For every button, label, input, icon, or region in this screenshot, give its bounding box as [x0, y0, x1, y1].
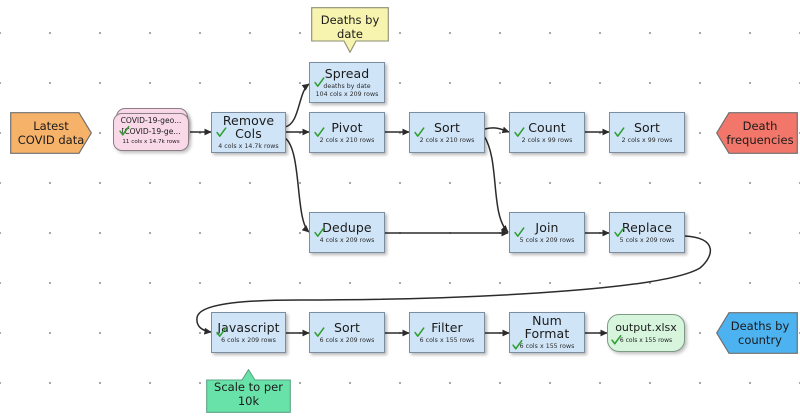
terminator-label-line2: frequencies	[726, 133, 794, 147]
status-check-icon	[314, 326, 325, 338]
step-title: Spread	[324, 66, 370, 82]
pennant-right-shape	[10, 112, 92, 154]
status-check-icon	[314, 226, 325, 238]
source-filename-line2: [COVID-19-ge...	[121, 127, 181, 136]
step-title: Remove Cols	[222, 113, 275, 142]
status-check-icon	[611, 334, 622, 346]
step-stats: 6 cols x 155 rows	[519, 343, 575, 351]
terminator-label-line2: country	[738, 333, 782, 347]
note-label-line2: 10k	[237, 394, 260, 408]
step-title: Replace	[621, 219, 673, 235]
step-spread[interactable]: Spread deaths by date 104 cols x 209 row…	[309, 62, 385, 103]
status-check-icon	[216, 326, 227, 338]
step-sort-3[interactable]: Sort 6 cols x 209 rows	[309, 312, 385, 353]
note-label-line2: date	[337, 27, 363, 41]
edge-sort1-to-join	[483, 135, 509, 233]
step-title: Count	[528, 119, 566, 135]
step-title: Javascript	[217, 319, 280, 335]
step-title: Join	[535, 219, 559, 235]
terminator-latest-covid-data[interactable]: Latest COVID data	[10, 112, 92, 154]
step-title: Filter	[431, 319, 463, 335]
source-node-stats: 11 cols x 14.7k rows	[122, 139, 180, 145]
step-stats: 5 cols x 209 rows	[519, 236, 575, 244]
step-stats: 6 cols x 209 rows	[221, 336, 276, 344]
status-check-icon	[514, 226, 525, 238]
step-title: Sort	[433, 119, 461, 135]
step-stats: deaths by date	[323, 83, 371, 91]
status-check-icon	[119, 125, 130, 137]
terminator-label: Death frequencies	[726, 119, 793, 147]
step-sort-2[interactable]: Sort 2 cols x 99 rows	[609, 112, 685, 153]
source-filename-line1: COVID-19-geo...	[120, 116, 182, 125]
note-bottom-notch-shape	[311, 7, 389, 53]
status-check-icon	[414, 126, 425, 138]
terminator-label-line2: COVID data	[17, 133, 85, 147]
step-filter[interactable]: Filter 6 cols x 155 rows	[409, 312, 485, 353]
step-join[interactable]: Join 5 cols x 209 rows	[509, 212, 585, 253]
step-sort-1[interactable]: Sort 2 cols x 210 rows	[409, 112, 485, 153]
step-title: Sort	[333, 319, 361, 335]
source-card-front[interactable]: [COVID-19-ge... 11 cols x 14.7k rows	[113, 113, 189, 151]
step-stats: 6 cols x 155 rows	[419, 336, 475, 344]
step-remove-cols[interactable]: Remove Cols 4 cols x 14.7k rows	[211, 112, 286, 153]
note-label: Scale to per 10k	[214, 380, 283, 408]
step-stats-secondary: 104 cols x 209 rows	[315, 90, 379, 98]
pennant-left-shape	[716, 312, 798, 354]
step-stats: 2 cols x 99 rows	[521, 136, 573, 144]
step-stats: 2 cols x 210 rows	[319, 136, 375, 144]
pennant-left-shape	[716, 112, 798, 154]
file-output-node[interactable]: output.xlsx 6 cols x 155 rows	[607, 314, 685, 352]
status-check-icon	[614, 226, 625, 238]
terminator-label-line1: Latest	[33, 119, 69, 133]
source-node-covid-19-geo[interactable]: [COVID-19-ge... 11 cols x 14.7k rows COV…	[113, 108, 192, 156]
status-check-icon	[314, 76, 325, 88]
terminator-label: Latest COVID data	[18, 119, 85, 147]
step-count[interactable]: Count 2 cols x 99 rows	[509, 112, 585, 153]
step-title: Sort	[633, 119, 661, 135]
step-dedupe[interactable]: Dedupe 4 cols x 209 rows	[309, 212, 385, 253]
step-stats: 5 cols x 209 rows	[619, 236, 675, 244]
status-check-icon	[314, 126, 325, 138]
note-label-line1: Deaths by	[320, 13, 380, 27]
step-replace[interactable]: Replace 5 cols x 209 rows	[609, 212, 685, 253]
step-title: Dedupe	[322, 219, 372, 235]
terminator-label-line1: Death	[742, 119, 778, 133]
terminator-label-line1: Deaths by	[730, 319, 790, 333]
file-output-stats: 6 cols x 155 rows	[619, 337, 673, 344]
note-label: Deaths by date	[321, 13, 380, 41]
edge-sort1-to-count	[484, 126, 510, 134]
step-pivot[interactable]: Pivot 2 cols x 210 rows	[309, 112, 385, 153]
step-javascript[interactable]: Javascript 6 cols x 209 rows	[211, 312, 286, 353]
file-output-title: output.xlsx	[615, 321, 677, 334]
step-stats: 2 cols x 210 rows	[419, 136, 475, 144]
edge-remove-cols-to-spread	[284, 83, 310, 128]
step-stats: 4 cols x 209 rows	[319, 236, 375, 244]
step-stats: 4 cols x 14.7k rows	[218, 143, 279, 151]
step-num-format[interactable]: Num Format 6 cols x 155 rows	[509, 312, 585, 353]
edge-replace-to-javascript	[196, 235, 712, 335]
note-top-notch-shape	[206, 369, 291, 413]
note-deaths-by-date[interactable]: Deaths by date	[311, 7, 389, 53]
terminator-death-frequencies[interactable]: Death frequencies	[716, 112, 798, 154]
note-label-line1: Scale to per	[214, 380, 283, 394]
note-scale-to-per-10k[interactable]: Scale to per 10k	[206, 369, 291, 413]
terminator-label: Deaths by country	[731, 319, 790, 347]
terminator-deaths-by-country[interactable]: Deaths by country	[716, 312, 798, 354]
status-check-icon	[414, 326, 425, 338]
status-check-icon	[614, 126, 625, 138]
step-title: Num Format	[524, 313, 570, 342]
step-stats: 2 cols x 99 rows	[621, 136, 673, 144]
status-check-icon	[216, 126, 227, 138]
status-check-icon	[512, 339, 523, 351]
status-check-icon	[514, 126, 525, 138]
step-stats: 6 cols x 209 rows	[319, 336, 375, 344]
edge-remove-cols-to-dedupe	[284, 137, 310, 233]
step-title: Pivot	[331, 119, 363, 135]
